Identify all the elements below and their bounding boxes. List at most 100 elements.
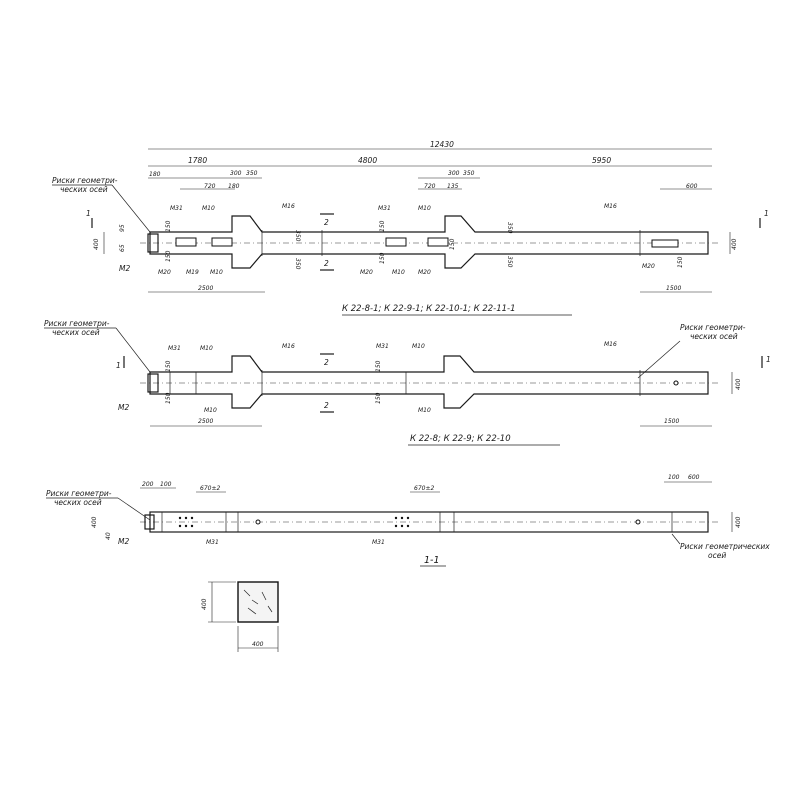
dim-h150-a: 150 — [165, 220, 172, 232]
top-view: 12430 1780 4800 5950 180 300 350 720 180… — [52, 140, 769, 316]
mark-m16-b: М16 — [604, 203, 617, 210]
bot-dim-h40: 40 — [105, 532, 112, 540]
dim-h350-c: 350 — [506, 222, 513, 234]
dim-300b: 300 — [448, 170, 460, 177]
opening-2 — [211, 237, 233, 247]
axis-note-bottom-right-2: осей — [708, 551, 726, 560]
mark-m10-a: М10 — [202, 205, 215, 212]
mid-dim-1500: 1500 — [664, 418, 679, 425]
dim-h350-d: 350 — [506, 256, 513, 268]
bot-dim-670b: 670±2 — [414, 485, 434, 492]
mid-sec1-left-label: 1 — [116, 361, 121, 370]
middle-view: Риски геометри- ческих осей Риски геомет… — [44, 319, 771, 446]
mark-m31-b: М31 — [378, 205, 391, 212]
mark-m31-a: М31 — [170, 205, 183, 212]
axis-note-leader — [111, 184, 151, 233]
bot-rivets-a — [178, 516, 194, 528]
dim-h150-e: 150 — [449, 238, 456, 250]
bot-dim-600: 600 — [688, 474, 700, 481]
bot-dim-670a: 670±2 — [200, 485, 220, 492]
anchor-plate-bottom — [144, 514, 155, 530]
mark-m20-c: М20 — [418, 269, 431, 276]
dim-h150-c: 150 — [379, 220, 386, 232]
bot-rivet — [184, 524, 188, 528]
bot-insert-a — [255, 519, 261, 525]
mark-m20-a: М20 — [158, 269, 171, 276]
mid-dim-h400: 400 — [735, 378, 742, 390]
dim-720b: 720 — [424, 183, 436, 190]
bot-rivet — [406, 524, 410, 528]
dim-350a: 350 — [246, 170, 258, 177]
axis-note-bottom-right: Риски геометрических — [680, 542, 770, 551]
dim-600: 600 — [686, 183, 698, 190]
dim-180b: 180 — [228, 183, 240, 190]
section-detail: 400 400 — [201, 581, 279, 652]
mid-dim-h150-b: 150 — [165, 392, 172, 404]
sec2-top-label: 2 — [324, 218, 329, 227]
bot-rivet — [190, 524, 194, 528]
column-outline-middle — [149, 355, 709, 409]
mid-dim-h150-a: 150 — [165, 360, 172, 372]
mark-m16-a: М16 — [282, 203, 295, 210]
bot-rivet — [190, 516, 194, 520]
dim-h400-right: 400 — [731, 238, 738, 250]
bot-dim-200: 200 — [142, 481, 154, 488]
section-square — [237, 581, 279, 623]
sec1-left-label: 1 — [86, 209, 91, 218]
mid-mark-m16-b: М16 — [604, 341, 617, 348]
mark-m10-b: М10 — [418, 205, 431, 212]
axis-note-bottom-right-leader — [671, 533, 681, 545]
dim-5950: 5950 — [592, 156, 611, 165]
mid-mark-m31-b: М31 — [376, 343, 389, 350]
axis-note-mid: Риски геометри- — [44, 319, 110, 328]
anchor-plate-middle — [147, 373, 159, 393]
axis-note-mid-2: ческих осей — [52, 328, 100, 337]
bot-dim-100a: 100 — [160, 481, 172, 488]
mid-mark-m2: М2 — [118, 403, 129, 412]
dim-h95: 95 — [119, 224, 126, 232]
dim-720a: 720 — [204, 183, 216, 190]
caption-top: К 22-8-1; К 22-9-1; К 22-10-1; К 22-11-1 — [342, 304, 516, 314]
anchor-plate-top — [147, 233, 159, 253]
bot-mark-m2: М2 — [118, 537, 129, 546]
bot-mark-m31-b: М31 — [372, 539, 385, 546]
dim-135: 135 — [447, 183, 459, 190]
axis-note-mid-right-2: ческих осей — [690, 332, 738, 341]
dim-h350-b: 350 — [294, 258, 301, 270]
mid-dim-2500: 2500 — [198, 418, 213, 425]
mid-sec2-bottom-label: 2 — [324, 401, 329, 410]
opening-3 — [385, 237, 407, 247]
bot-rivet — [400, 516, 404, 520]
mid-sec1-right-label: 1 — [766, 355, 771, 364]
axis-note-mid-right: Риски геометри- — [680, 323, 746, 332]
dim-300a: 300 — [230, 170, 242, 177]
mid-insert — [673, 380, 679, 386]
axis-note-bottom: Риски геометри- — [46, 489, 112, 498]
mark-m20-b: М20 — [360, 269, 373, 276]
mark-m10-d: М10 — [392, 269, 405, 276]
dim-overall: 12430 — [430, 140, 454, 149]
dim-350b: 350 — [463, 170, 475, 177]
dim-4800: 4800 — [358, 156, 377, 165]
section-hatch — [243, 589, 273, 615]
section-dim-h: 400 — [201, 598, 208, 610]
bot-rivet — [394, 516, 398, 520]
caption-middle: К 22-8; К 22-9; К 22-10 — [410, 434, 511, 444]
axis-note-bottom-2: ческих осей — [54, 498, 102, 507]
dim-h65: 65 — [119, 244, 126, 252]
bottom-view: Риски геометри- ческих осей — [46, 474, 770, 567]
mid-mark-m10-a: М10 — [200, 345, 213, 352]
mid-mark-m10-c: М10 — [204, 407, 217, 414]
sec1-right-label: 1 — [764, 209, 769, 218]
bot-rivet — [178, 524, 182, 528]
dim-h150-f: 150 — [677, 256, 684, 268]
bot-dim-h400-right: 400 — [735, 516, 742, 528]
mid-dim-h150-d: 150 — [375, 392, 382, 404]
bot-rivets-b — [394, 516, 410, 528]
section-title-1-1: 1-1 — [424, 555, 440, 566]
sec2-bottom-label: 2 — [324, 259, 329, 268]
dim-1500: 1500 — [666, 285, 681, 292]
axis-note-top-2: ческих осей — [60, 185, 108, 194]
bot-rivet — [406, 516, 410, 520]
bot-rivet — [394, 524, 398, 528]
